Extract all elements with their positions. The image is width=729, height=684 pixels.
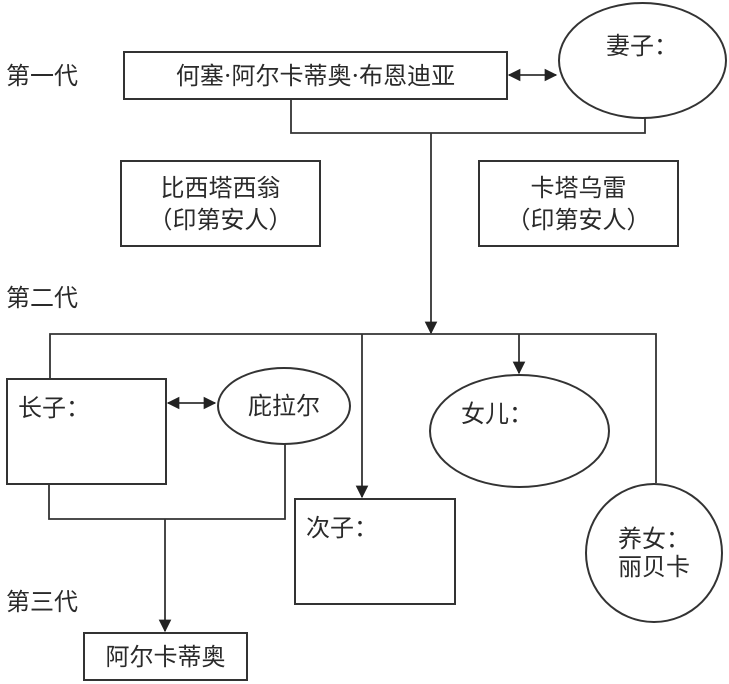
- eldest-son-partner-name: 庇拉尔: [248, 392, 320, 420]
- adopted-daughter-title: 养女：: [618, 525, 690, 553]
- gen2-sibling-bar: [49, 333, 657, 483]
- generation-label-third: 第三代: [6, 588, 78, 616]
- adopted-daughter-node: 养女： 丽贝卡: [585, 483, 723, 623]
- servant-2-name: 卡塔乌雷: [530, 173, 627, 202]
- wife-node: 妻子：: [558, 2, 727, 119]
- eldest-son-label: 长子：: [18, 394, 90, 422]
- daughter-node: 女儿：: [429, 374, 610, 488]
- generation-label-second: 第二代: [6, 284, 78, 312]
- patriarch-node: 何塞·阿尔卡蒂奥·布恩迪亚: [123, 51, 508, 100]
- servant-node-2: 卡塔乌雷 （印第安人）: [478, 160, 679, 247]
- eldest-son-node: 长子：: [6, 378, 167, 485]
- servant-node-1: 比西塔西翁 （印第安人）: [120, 160, 321, 247]
- patriarch-name: 何塞·阿尔卡蒂奥·布恩迪亚: [175, 61, 456, 90]
- eldest-son-partner-node: 庇拉尔: [217, 367, 351, 445]
- servant-2-note: （印第安人）: [506, 205, 651, 234]
- grandson-name: 阿尔卡蒂奥: [105, 642, 226, 671]
- daughter-label: 女儿：: [461, 400, 533, 428]
- second-son-node: 次子：: [294, 498, 456, 605]
- second-son-label: 次子：: [306, 514, 378, 542]
- wife-label: 妻子：: [606, 32, 678, 60]
- servant-1-name: 比西塔西翁: [160, 173, 281, 202]
- servant-1-note: （印第安人）: [148, 205, 293, 234]
- gen1-couple-connector: [290, 99, 646, 134]
- generation-label-first: 第一代: [6, 62, 78, 90]
- adopted-daughter-name: 丽贝卡: [618, 553, 690, 581]
- grandson-node: 阿尔卡蒂奥: [83, 632, 248, 681]
- gen2-couple-connector: [48, 444, 286, 520]
